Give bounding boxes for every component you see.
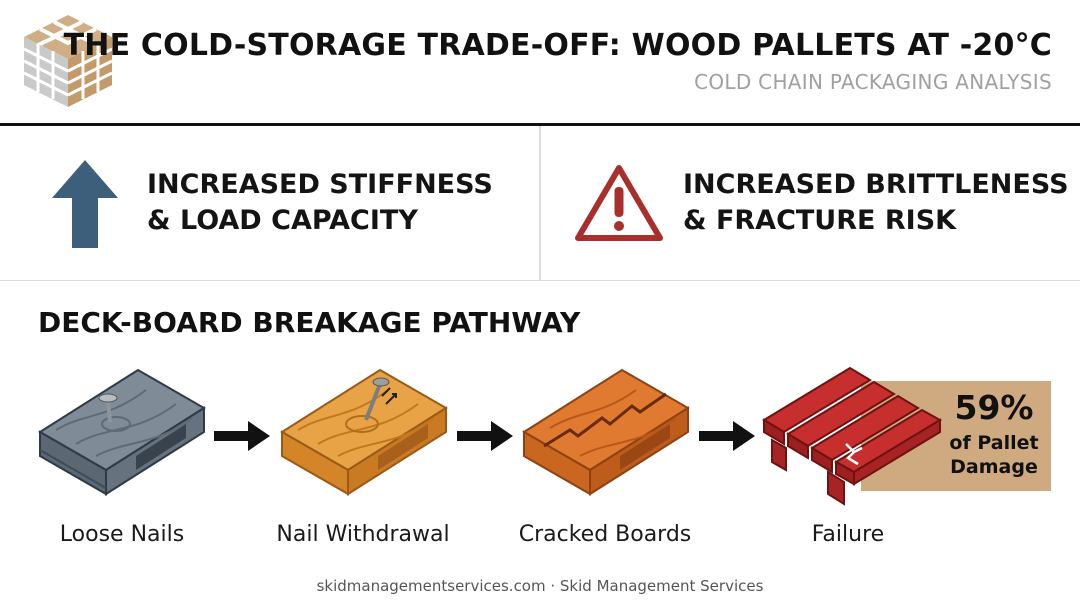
risk-text: INCREASED BRITTLENESS & FRACTURE RISK	[683, 167, 1069, 239]
page-subtitle: COLD CHAIN PACKAGING ANALYSIS	[694, 70, 1052, 94]
gray-pallet-loose-nail-icon	[38, 368, 206, 496]
woven-pallet-logo-icon	[23, 15, 113, 107]
benefit-line-1: INCREASED STIFFNESS	[147, 169, 493, 200]
right-arrow-icon	[699, 421, 755, 451]
section-divider	[0, 280, 1080, 281]
footer-credit: skidmanagementservices.com · Skid Manage…	[316, 577, 764, 595]
right-arrow-icon	[457, 421, 513, 451]
vertical-divider	[539, 126, 541, 281]
stage-label-loose-nails: Loose Nails	[59, 522, 185, 547]
page-title: THE COLD-STORAGE TRADE-OFF: WOOD PALLETS…	[63, 28, 1052, 63]
stage-label-nail-withdrawal: Nail Withdrawal	[276, 522, 450, 547]
risk-line-2: & FRACTURE RISK	[683, 205, 957, 236]
benefit-line-2: & LOAD CAPACITY	[147, 205, 418, 236]
stage-label-failure: Failure	[811, 522, 885, 547]
risk-line-1: INCREASED BRITTLENESS	[683, 169, 1069, 200]
damage-caption-line-2: Damage	[950, 456, 1038, 478]
stage-label-cracked-boards: Cracked Boards	[518, 522, 692, 547]
up-arrow-icon	[52, 160, 118, 248]
benefit-text: INCREASED STIFFNESS & LOAD CAPACITY	[147, 167, 493, 239]
pathway-title: DECK-BOARD BREAKAGE PATHWAY	[38, 306, 581, 339]
orange-pallet-nail-withdrawal-icon	[280, 368, 448, 496]
damage-percentage: 59%	[954, 388, 1034, 427]
tradeoff-comparison: INCREASED STIFFNESS & LOAD CAPACITY INCR…	[0, 126, 1080, 281]
warning-triangle-icon	[575, 165, 663, 241]
broken-red-pallet-icon	[762, 366, 942, 506]
cracked-pallet-icon	[522, 368, 690, 496]
right-arrow-icon	[214, 421, 270, 451]
damage-caption-line-1: of Pallet	[949, 432, 1039, 454]
header-rule	[0, 123, 1080, 126]
